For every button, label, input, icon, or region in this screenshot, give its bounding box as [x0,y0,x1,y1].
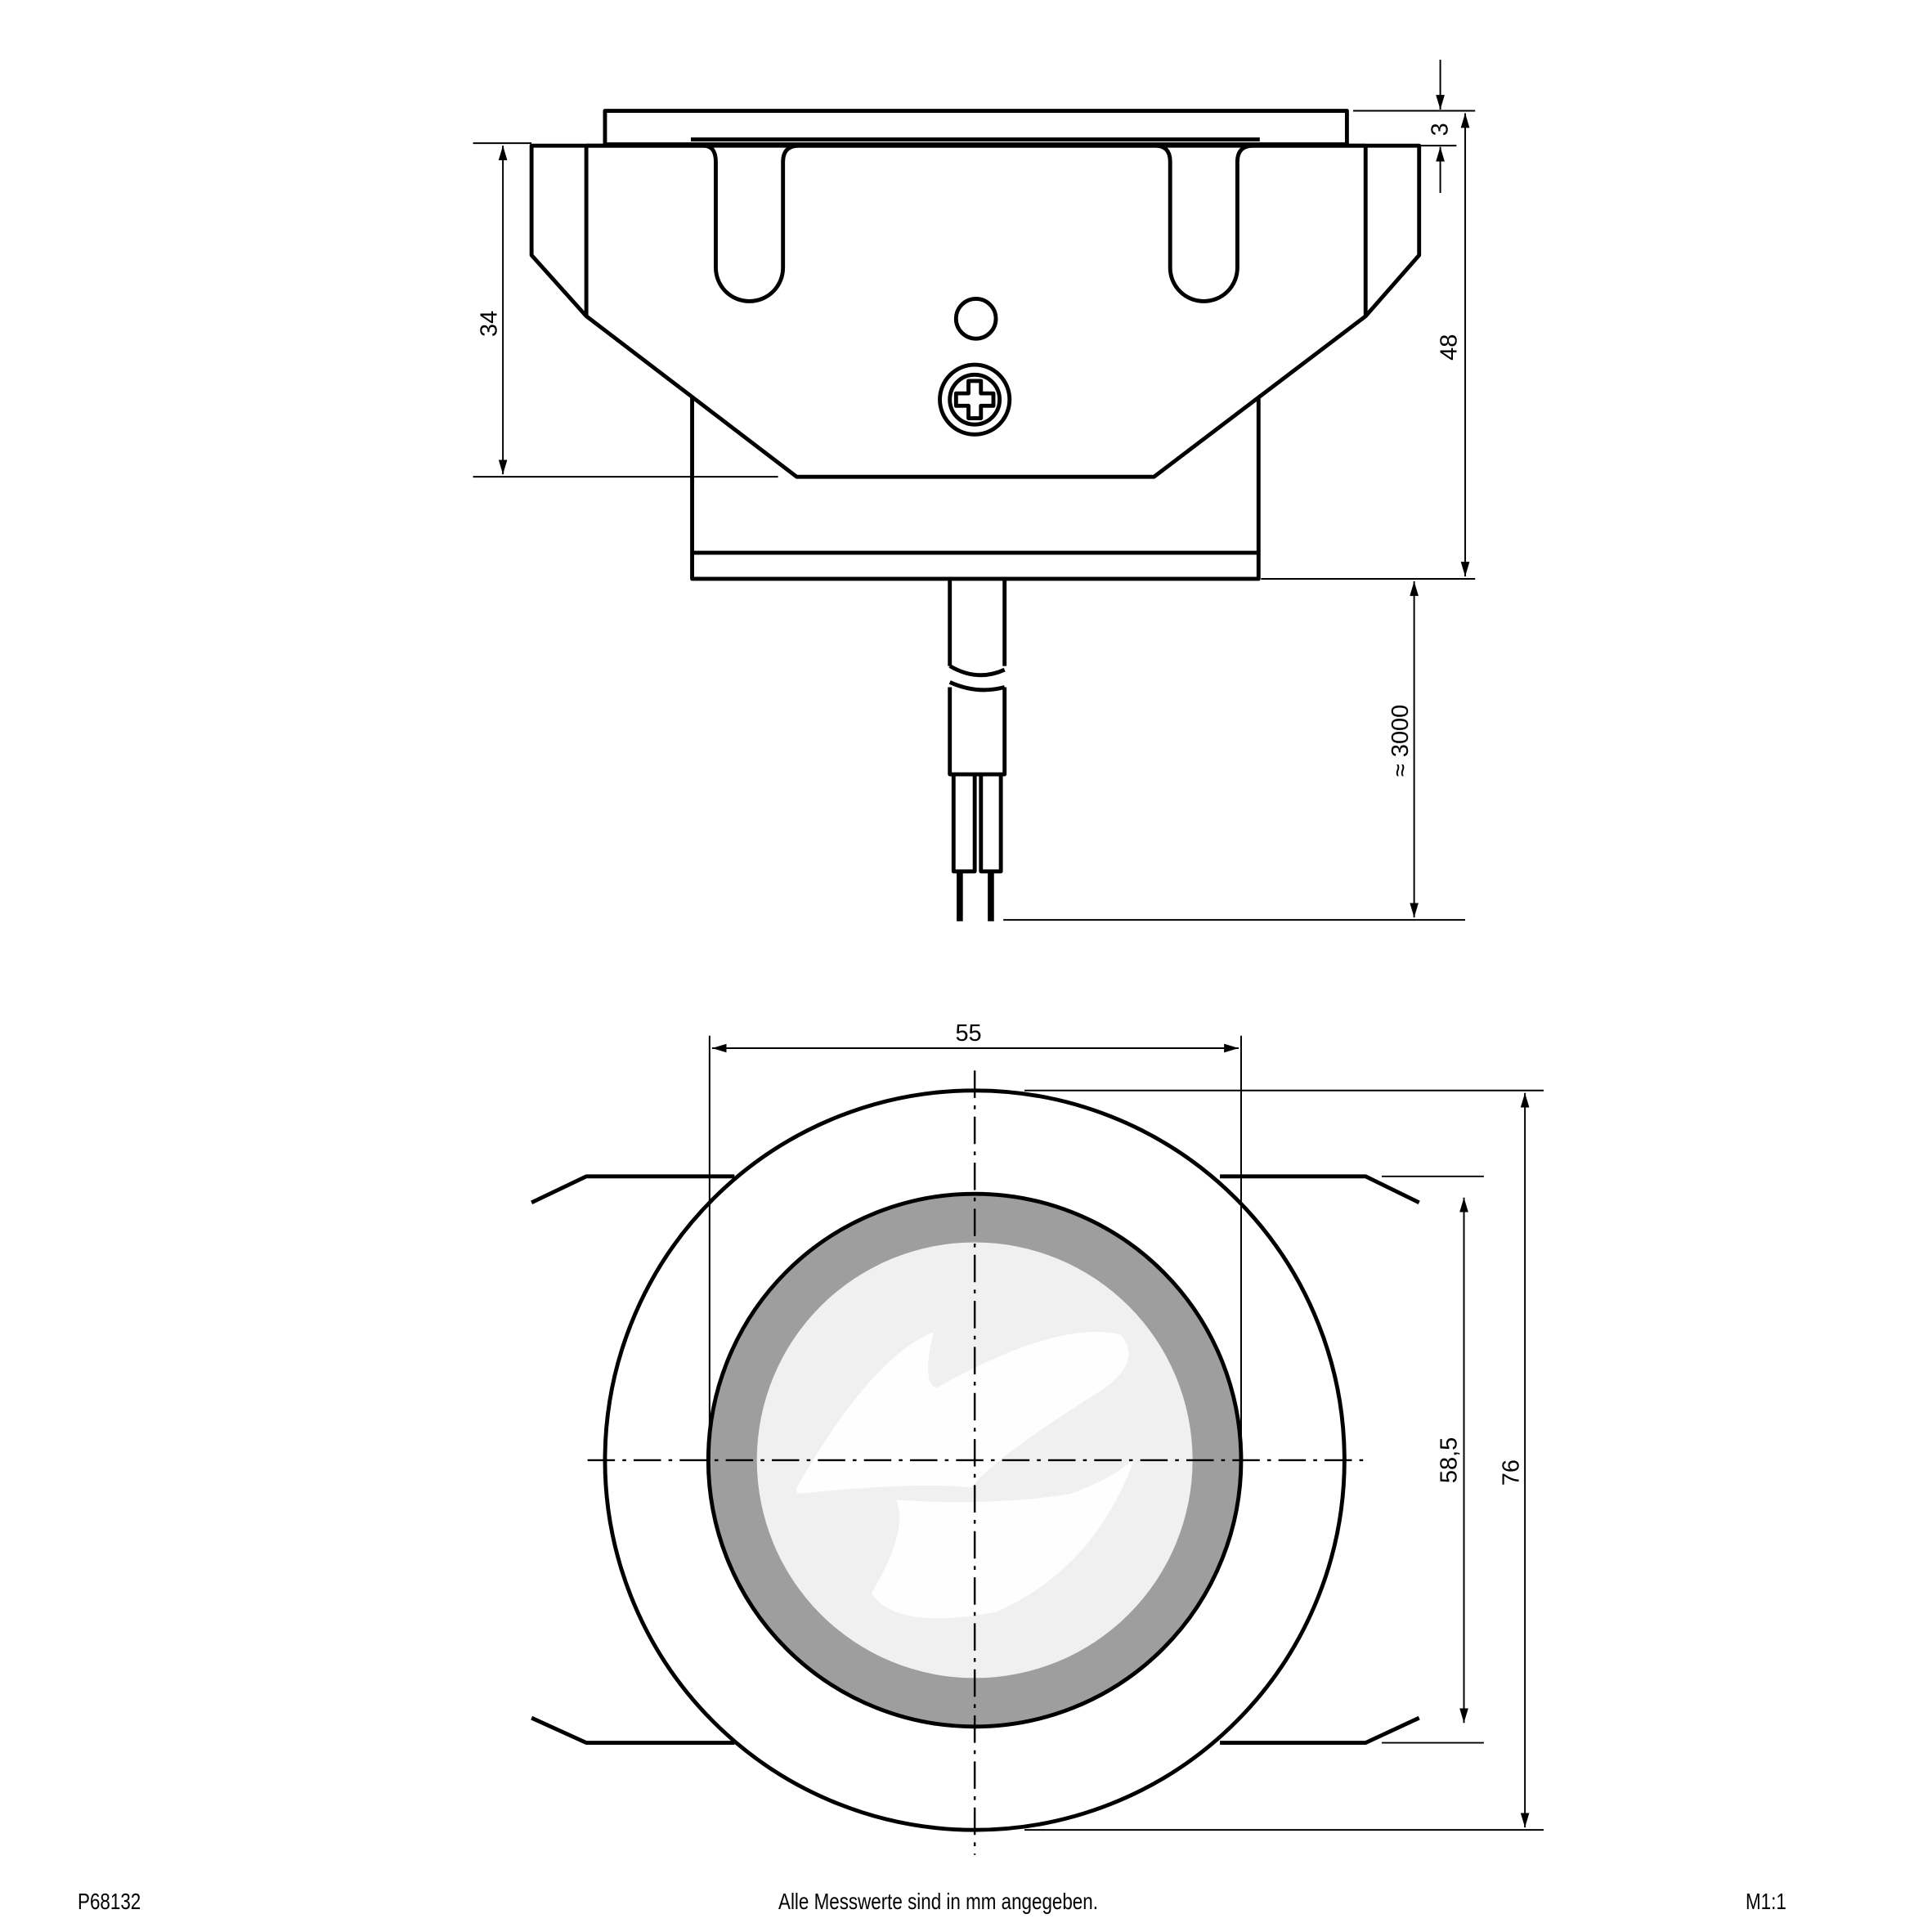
screw-icon [938,362,1012,437]
article-number: P68132 [78,1889,141,1914]
measurement-note: Alle Messwerte sind in mm angegeben. [778,1889,1098,1914]
dim-inner-diameter: 58,5 [1436,1437,1462,1483]
dim-clip-height: 34 [476,311,502,337]
dim-hole-width: 55 [955,1020,981,1047]
dim-top-thickness: 3 [1428,123,1454,136]
dim-cable-length: ≈ 3000 [1387,705,1414,777]
dim-total-height: 48 [1436,334,1462,361]
side-dimensions: 3 48 34 ≈ 3000 [473,60,1476,921]
scale-label: M1:1 [1746,1889,1786,1914]
dim-outer-diameter: 76 [1499,1459,1525,1486]
front-dimensions: 55 58,5 76 [708,1020,1544,1831]
led-hole [953,296,998,341]
side-view [529,109,1422,921]
cable [948,580,1007,777]
front-view [531,1070,1420,1855]
